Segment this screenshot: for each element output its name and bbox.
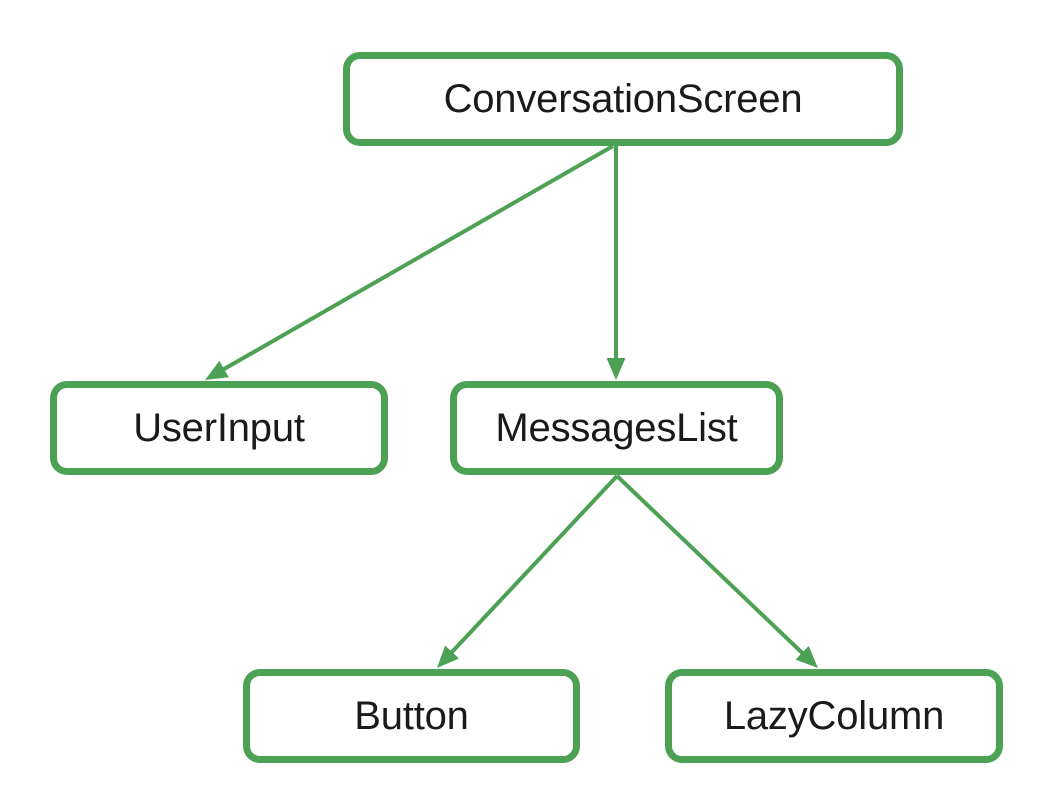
node-label-lazy-column: LazyColumn: [723, 694, 945, 738]
edge-messageslist-lazycolumn: [615, 474, 806, 657]
node-label-user-input: UserInput: [133, 406, 305, 450]
edge-conversationscreen-userinput-arrowhead-icon: [205, 360, 229, 380]
edge-messageslist-button-arrowhead-icon: [437, 645, 459, 668]
node-conversation-screen[interactable]: ConversationScreen: [343, 52, 903, 146]
node-label-messages-list: MessagesList: [495, 406, 738, 450]
node-lazy-column[interactable]: LazyColumn: [665, 669, 1003, 763]
node-button[interactable]: Button: [243, 669, 580, 763]
node-user-input[interactable]: UserInput: [50, 381, 388, 475]
edge-messageslist-button: [448, 474, 619, 656]
edge-conversationscreen-userinput: [220, 144, 614, 373]
edge-messageslist-lazycolumn-arrowhead-icon: [795, 645, 818, 668]
edge-conversationscreen-messageslist-arrowhead-icon: [606, 358, 626, 380]
node-messages-list[interactable]: MessagesList: [450, 381, 783, 475]
node-label-button: Button: [354, 694, 469, 738]
node-label-conversation-screen: ConversationScreen: [443, 77, 803, 121]
